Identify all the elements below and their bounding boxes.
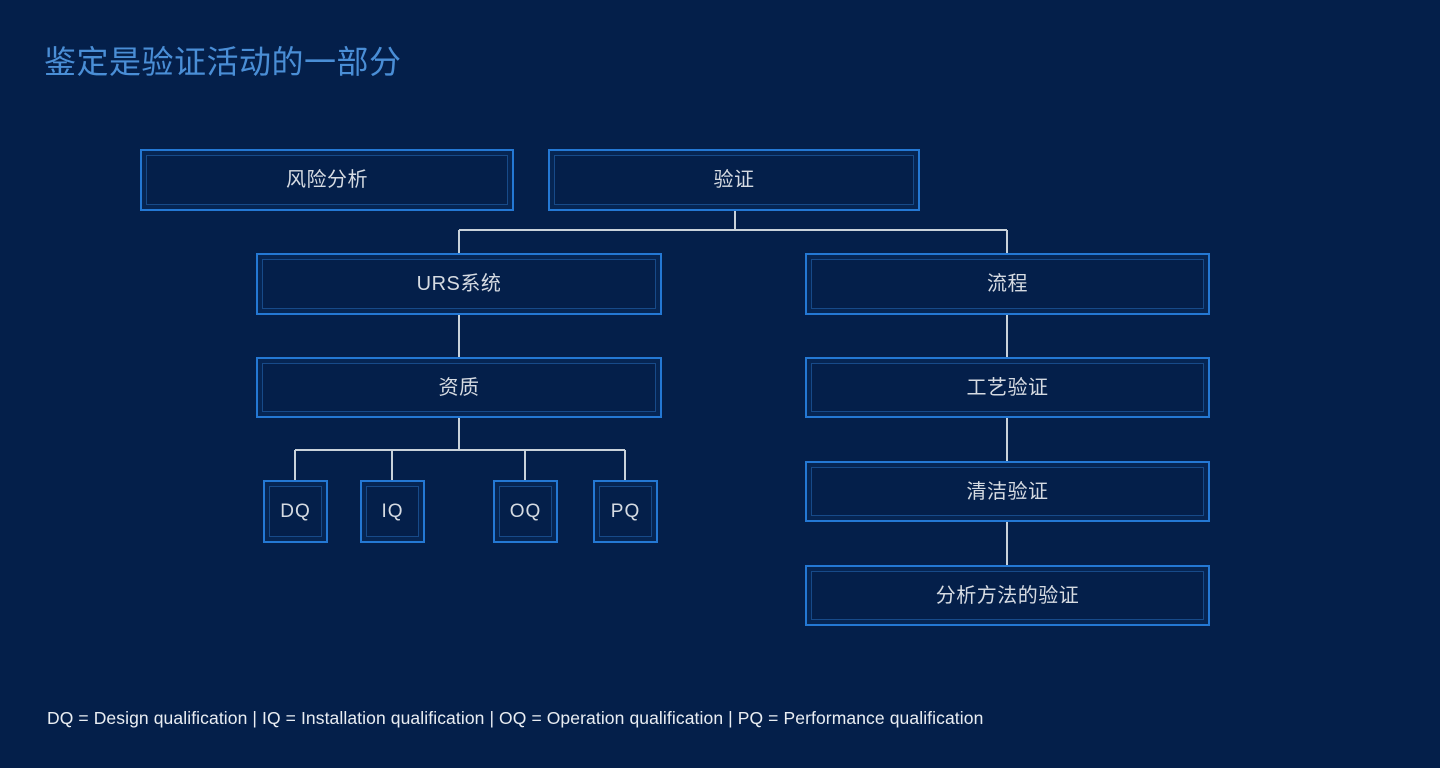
node-urs-system[interactable]: URS系统	[256, 253, 662, 315]
node-label: DQ	[280, 500, 311, 522]
node-label: 验证	[713, 169, 755, 191]
node-label: URS系统	[416, 273, 502, 295]
node-label: OQ	[509, 500, 542, 522]
node-process-validation[interactable]: 工艺验证	[805, 357, 1210, 418]
node-label: 资质	[438, 376, 480, 399]
node-oq[interactable]: OQ	[493, 480, 558, 543]
node-iq[interactable]: IQ	[360, 480, 425, 543]
node-pq[interactable]: PQ	[593, 480, 658, 543]
page-title: 鉴定是验证活动的一部分	[44, 44, 402, 80]
node-label: IQ	[381, 500, 404, 522]
node-process[interactable]: 流程	[805, 253, 1210, 315]
node-label: PQ	[610, 500, 641, 522]
node-validation[interactable]: 验证	[548, 149, 920, 211]
node-analytical-method-validation[interactable]: 分析方法的验证	[805, 565, 1210, 626]
node-label: 分析方法的验证	[935, 584, 1080, 607]
node-dq[interactable]: DQ	[263, 480, 328, 543]
node-label: 风险分析	[286, 169, 368, 191]
node-risk-analysis[interactable]: 风险分析	[140, 149, 514, 211]
node-qualification[interactable]: 资质	[256, 357, 662, 418]
node-cleaning-validation[interactable]: 清洁验证	[805, 461, 1210, 522]
node-label: 流程	[987, 273, 1028, 295]
node-label: 清洁验证	[966, 480, 1049, 503]
abbreviation-legend: DQ = Design qualification | IQ = Install…	[47, 708, 984, 728]
node-label: 工艺验证	[966, 376, 1049, 399]
